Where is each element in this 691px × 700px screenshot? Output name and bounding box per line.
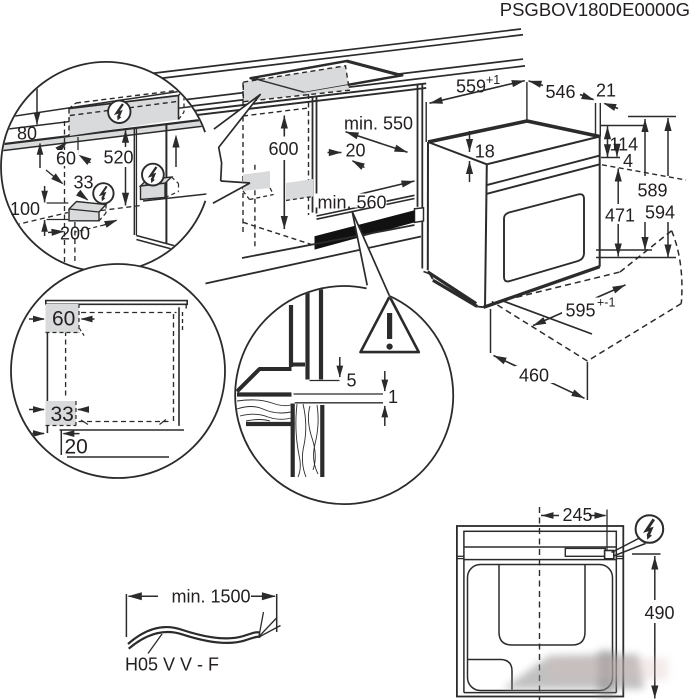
svg-text:21: 21 bbox=[596, 81, 616, 101]
svg-text:+1: +1 bbox=[486, 73, 500, 87]
svg-text:60: 60 bbox=[52, 308, 75, 331]
svg-text:min. 560: min. 560 bbox=[318, 193, 387, 213]
svg-text:200: 200 bbox=[60, 224, 90, 244]
svg-text:33: 33 bbox=[74, 173, 94, 193]
svg-text:33: 33 bbox=[51, 403, 74, 426]
svg-text:100: 100 bbox=[10, 199, 40, 219]
svg-text:520: 520 bbox=[104, 148, 134, 168]
svg-text:1: 1 bbox=[388, 387, 398, 407]
svg-text:18: 18 bbox=[475, 141, 495, 161]
svg-text:min. 1500: min. 1500 bbox=[172, 587, 251, 607]
svg-text:4: 4 bbox=[623, 151, 633, 171]
svg-text:60: 60 bbox=[56, 149, 76, 169]
svg-text:559: 559 bbox=[456, 77, 486, 97]
svg-text:PSGBOV180DE0000G: PSGBOV180DE0000G bbox=[500, 0, 690, 20]
svg-text:5: 5 bbox=[347, 371, 357, 391]
svg-text:546: 546 bbox=[546, 82, 576, 102]
svg-text:20: 20 bbox=[346, 141, 366, 161]
svg-text:80: 80 bbox=[17, 124, 37, 144]
svg-text:490: 490 bbox=[645, 603, 675, 623]
svg-text:589: 589 bbox=[638, 181, 668, 201]
svg-text:+-1: +-1 bbox=[597, 296, 615, 310]
svg-text:471: 471 bbox=[605, 206, 635, 226]
svg-text:595: 595 bbox=[566, 301, 596, 321]
svg-text:460: 460 bbox=[519, 366, 549, 386]
svg-text:600: 600 bbox=[269, 139, 299, 159]
svg-text:114: 114 bbox=[610, 135, 639, 155]
svg-text:20: 20 bbox=[65, 436, 88, 459]
svg-text:594: 594 bbox=[645, 203, 675, 223]
svg-text:H05 V V - F: H05 V V - F bbox=[125, 655, 219, 675]
svg-text:245: 245 bbox=[563, 505, 593, 525]
svg-text:min. 550: min. 550 bbox=[344, 114, 413, 134]
